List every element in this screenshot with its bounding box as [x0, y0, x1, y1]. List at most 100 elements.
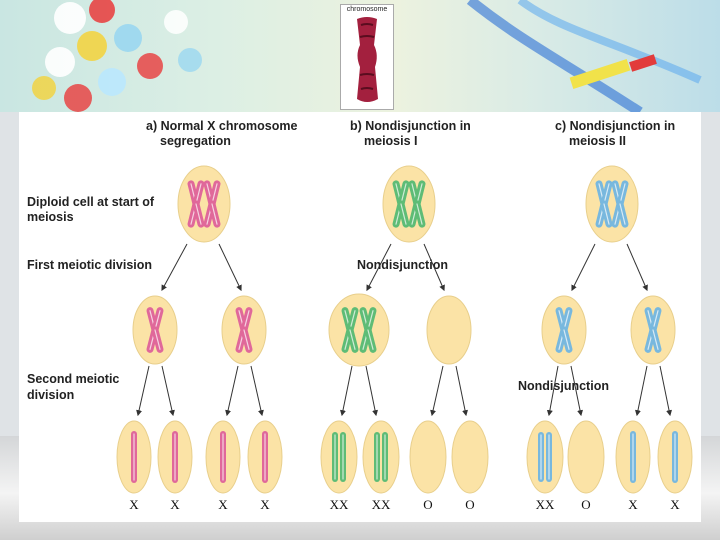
- x-chromosome: [595, 180, 613, 228]
- cell: [177, 165, 231, 243]
- chromatid-highlight: [243, 329, 250, 350]
- cell: [630, 295, 676, 365]
- cell: [526, 420, 564, 494]
- arrow: [546, 365, 559, 417]
- cell-body: [426, 295, 472, 365]
- cell: [116, 420, 152, 494]
- chromatid-highlight: [154, 329, 161, 350]
- nondisjunction-label-meiosis-1: Nondisjunction: [357, 258, 448, 272]
- chromatid-highlight: [563, 329, 570, 350]
- chromatid-highlight: [211, 203, 218, 225]
- cell: [157, 420, 193, 494]
- cell: [585, 165, 639, 243]
- arrow: [430, 365, 444, 417]
- arrow: [659, 365, 672, 417]
- cell: [451, 420, 489, 494]
- gamete-genotype: X: [260, 497, 270, 512]
- gamete-genotype: X: [670, 497, 680, 512]
- cell: [247, 420, 283, 494]
- cell-body: [177, 165, 231, 243]
- gamete-genotype: X: [170, 497, 180, 512]
- x-chromosome: [644, 307, 662, 353]
- cell-body: [567, 420, 605, 494]
- gamete-genotype: O: [465, 497, 474, 512]
- gamete-genotype: XX: [330, 497, 349, 512]
- x-chromosome: [203, 180, 221, 228]
- chromatid-highlight: [652, 329, 659, 350]
- gamete-genotype: O: [581, 497, 590, 512]
- x-chromosome: [359, 307, 377, 353]
- cell: [328, 293, 390, 367]
- nondisjunction-diagram: a) Normal X chromosome segregation b) No…: [27, 119, 693, 512]
- chromatid-highlight: [349, 329, 356, 350]
- cell-body: [320, 420, 358, 494]
- gamete-genotype: X: [129, 497, 139, 512]
- cell: [541, 295, 587, 365]
- arrows-layer: [136, 243, 672, 417]
- chromosome-image: [357, 17, 378, 102]
- cell: [409, 420, 447, 494]
- arrow: [250, 365, 264, 417]
- cell-body: [526, 420, 564, 494]
- chromatid-highlight: [400, 203, 407, 225]
- cell: [426, 295, 472, 365]
- arrow: [366, 243, 392, 292]
- cell-body: [382, 165, 436, 243]
- arrow: [455, 365, 468, 417]
- cells-layer: [116, 165, 693, 494]
- x-chromosome: [235, 307, 253, 353]
- cell-body: [451, 420, 489, 494]
- gamete-genotype: X: [628, 497, 638, 512]
- arrow: [571, 243, 596, 292]
- nondisjunction-label-meiosis-2: Nondisjunction: [518, 379, 609, 393]
- row-label-diploid-cont: meiosis: [27, 210, 74, 224]
- arrow: [225, 365, 239, 417]
- arrow: [136, 365, 150, 417]
- x-chromosome: [555, 307, 573, 353]
- arrow: [161, 243, 188, 292]
- column-c-title: c) Nondisjunction in: [555, 119, 675, 133]
- cell: [362, 420, 400, 494]
- cell-body: [328, 293, 390, 367]
- cell: [567, 420, 605, 494]
- column-b-title: b) Nondisjunction in: [350, 119, 471, 133]
- arrow: [365, 365, 378, 417]
- arrow: [340, 365, 353, 417]
- chromatid-highlight: [603, 203, 610, 225]
- chromatid-highlight: [416, 203, 423, 225]
- gamete-genotype: XX: [372, 497, 391, 512]
- arrow: [423, 243, 445, 292]
- column-a-title: a) Normal X chromosome: [146, 119, 297, 133]
- chromatid-highlight: [195, 203, 202, 225]
- cell: [221, 295, 267, 365]
- column-c-subtitle: meiosis II: [569, 134, 626, 148]
- x-chromosome: [392, 180, 410, 228]
- chromosome-thumbnail: chromosome: [340, 4, 394, 110]
- x-chromosome: [146, 307, 164, 353]
- cell-body: [585, 165, 639, 243]
- arrow: [570, 365, 583, 417]
- row-label-second-division-cont: division: [27, 388, 74, 402]
- chromatid-highlight: [619, 203, 626, 225]
- arrow: [161, 365, 175, 417]
- cell-body: [362, 420, 400, 494]
- cell: [132, 295, 178, 365]
- molecule-decoration: [32, 0, 702, 112]
- arrow: [635, 365, 648, 417]
- x-chromosome: [187, 180, 205, 228]
- cell: [205, 420, 241, 494]
- row-label-second-division: Second meiotic: [27, 372, 119, 386]
- row-label-diploid: Diploid cell at start of: [27, 195, 155, 209]
- arrow: [626, 243, 648, 292]
- arrow: [218, 243, 242, 292]
- gamete-genotype: XX: [536, 497, 555, 512]
- chromosome-thumbnail-label: chromosome: [346, 6, 388, 13]
- gamete-genotype: O: [423, 497, 432, 512]
- chromatid-highlight: [367, 329, 374, 350]
- cell: [382, 165, 436, 243]
- cell: [320, 420, 358, 494]
- cell-body: [409, 420, 447, 494]
- diagram-panel: a) Normal X chromosome segregation b) No…: [19, 112, 701, 522]
- x-chromosome: [408, 180, 426, 228]
- x-chromosome: [611, 180, 629, 228]
